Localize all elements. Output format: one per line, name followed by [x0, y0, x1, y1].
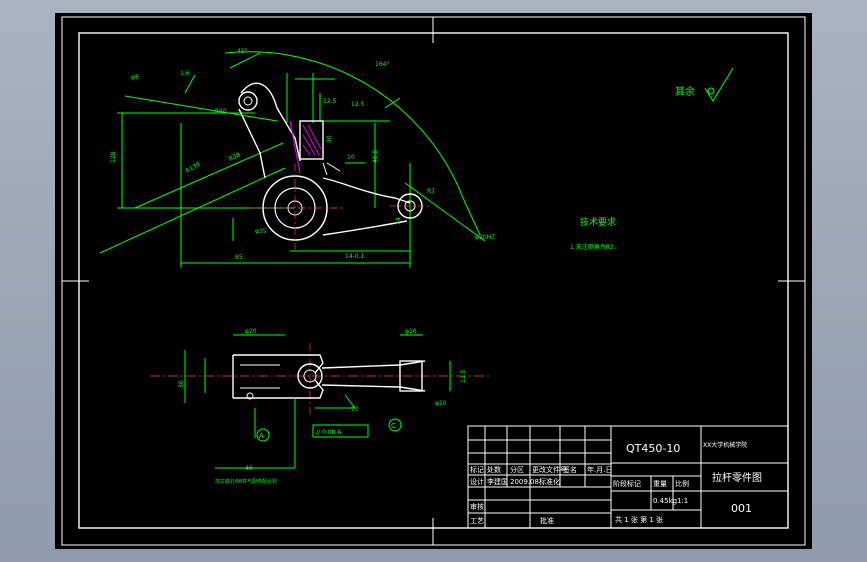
roughness-symbol — [704, 67, 734, 102]
dim-45: 45° — [237, 48, 248, 55]
hole-note: 加工底孔Φ8并与配件配合铰 — [215, 478, 277, 485]
tb-r2-c1: 设计 — [470, 477, 484, 486]
section-c-label: C — [391, 422, 396, 430]
pin-hole — [246, 392, 254, 400]
upper-boss-hole — [243, 96, 253, 106]
drawing-viewport[interactable]: 128 85 14-0.1 46.5 12.5 12.5 30 10 R130 … — [55, 13, 812, 549]
tolerance-frame — [312, 424, 369, 438]
tech-req-title: 技术要求 — [580, 216, 616, 228]
title-block — [467, 425, 789, 529]
tb-check: 审核 — [470, 502, 484, 511]
tb-r2-c3: 2009.08 — [510, 478, 539, 486]
dim-top-12: 12.5 — [460, 369, 467, 383]
tb-r1-c3: 分区 — [510, 465, 524, 474]
title-block-text: QT450-10 XX大学机械学院 拉杆零件图 001 标记 处数 分区 更改文… — [470, 441, 762, 525]
dim-r130: R130 — [185, 161, 202, 175]
roughness-note: 其余 — [675, 85, 695, 98]
top-right-boss — [399, 360, 423, 392]
hidden-edge — [289, 120, 301, 174]
cad-drawing: 128 85 14-0.1 46.5 12.5 12.5 30 10 R130 … — [61, 16, 806, 546]
tb-approve: 批准 — [540, 516, 554, 525]
leader-line-2 — [99, 167, 286, 254]
lower-arm-bottom — [322, 220, 408, 236]
dim-30: 30 — [326, 135, 333, 143]
top-hub-outer — [297, 363, 323, 389]
top-hub-inner — [303, 369, 317, 383]
tb-process: 工艺 — [470, 517, 484, 525]
upper-arm-outline — [240, 82, 301, 162]
leader-phi20h7 — [404, 182, 486, 242]
roughness-leader-2 — [384, 97, 401, 109]
datum-a-circle — [256, 428, 270, 442]
upper-arm-inner — [238, 108, 266, 179]
tb-r2-c4: 标准化 — [539, 477, 560, 486]
dim-14: 14 — [395, 217, 402, 225]
leader-line-3 — [134, 142, 284, 209]
dim-r7: R7 — [427, 188, 435, 195]
dim-12-5: 12.5 — [323, 98, 337, 105]
dim-85: 85 — [235, 254, 243, 261]
slot-block — [299, 120, 324, 160]
dim-46-5: 46.5 — [372, 149, 379, 163]
dim-phi10: φ10 — [435, 400, 447, 407]
dim-r38: R38 — [228, 151, 242, 162]
leader-line-1 — [124, 95, 278, 122]
tb-r2-c2: 李建国 — [487, 477, 508, 486]
tol-arrow — [344, 394, 356, 409]
tb-r1-c6: 年.月.日 — [587, 465, 612, 474]
tech-req-line: 1.未注倒角为R2。 — [570, 243, 620, 251]
dim-r10: 10 — [351, 406, 359, 413]
tb-r1-c4: 更改文件号 — [532, 465, 567, 474]
dim-164: 164° — [375, 61, 389, 68]
dim-phi16: φ16 — [405, 328, 417, 335]
dim-top-30: 30 — [178, 380, 185, 388]
dim-phi8: φ8 — [131, 74, 139, 81]
tb-weight-label: 重量 — [653, 480, 667, 488]
tb-r1-c1: 标记 — [470, 465, 484, 474]
tb-stage-label: 阶段标记 — [613, 479, 641, 488]
fork-bottom — [233, 379, 324, 399]
dim-phi20: φ20 — [245, 328, 257, 335]
tb-drawing-number: 001 — [731, 502, 752, 515]
dim-128: 128 — [110, 151, 117, 163]
tb-sheets: 共 1 张 第 1 张 — [615, 515, 663, 524]
tb-scale: 1:1 — [677, 497, 688, 505]
dim-front-tol: 14-0.1 — [345, 253, 365, 260]
roughness-circle — [707, 87, 715, 95]
tb-drawing-name: 拉杆零件图 — [712, 471, 762, 484]
dim-phi35: φ35 — [255, 228, 267, 235]
upper-boss-outer — [238, 91, 258, 111]
tb-company: XX大学机械学院 — [703, 441, 747, 449]
tb-scale-label: 比例 — [675, 479, 689, 488]
dim-roughness-1: 1.6 — [180, 70, 190, 77]
dim-r40: R40 — [215, 108, 227, 115]
section-hatch — [302, 124, 322, 156]
roughness-leader-1 — [184, 74, 196, 94]
tb-r1-c2: 处数 — [487, 465, 501, 474]
tb-material: QT450-10 — [626, 442, 680, 455]
tb-r1-c5: 签名 — [563, 465, 577, 474]
arc-r130 — [224, 51, 464, 199]
dim-45-arc — [229, 52, 261, 69]
lower-arm-top — [322, 177, 411, 204]
top-arm-2 — [321, 384, 426, 392]
datum-a-label: A — [259, 432, 264, 440]
tb-weight: 0.45kg — [653, 497, 677, 505]
web-lines — [322, 162, 341, 176]
dim-phi20h7: φ20H7 — [475, 234, 495, 241]
front-view: 128 85 14-0.1 46.5 12.5 12.5 30 10 R130 … — [99, 48, 495, 268]
tolerance-text: // 0.08 A — [316, 429, 342, 436]
top-arm-1 — [321, 360, 426, 369]
dim-12-5b: 12.5 — [351, 101, 365, 108]
dim-46: 46 — [245, 465, 253, 472]
arc-end-leader — [462, 197, 481, 236]
sheet-inner-frame — [78, 32, 789, 529]
section-c-circle — [388, 418, 402, 432]
title-block-frame — [467, 425, 789, 529]
dim-10: 10 — [347, 154, 355, 161]
notes: 其余 技术要求 1.未注倒角为R2。 — [570, 67, 734, 251]
top-view: φ20 φ16 30 12.5 φ10 10 A C // 0.08 A 46 … — [150, 328, 490, 485]
